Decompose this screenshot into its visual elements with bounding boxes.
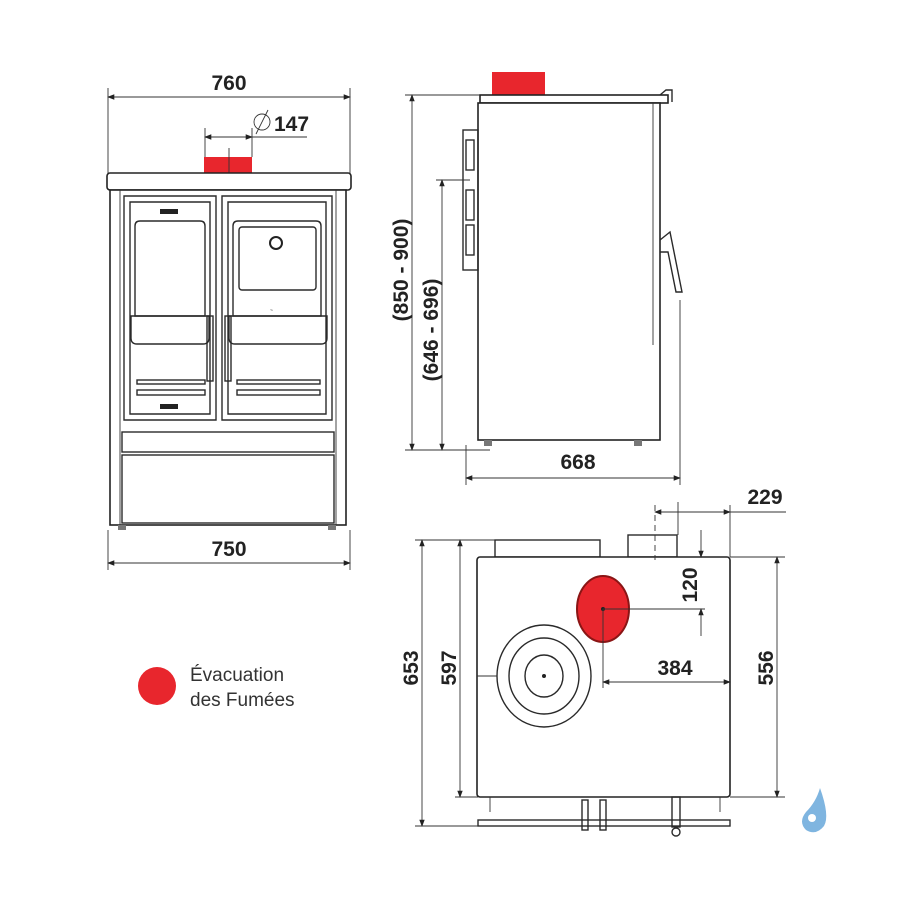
- right-door: ~: [221, 195, 333, 421]
- diameter-icon: [253, 109, 271, 135]
- height-646-696-label: (646 - 696): [420, 279, 443, 382]
- left-door: [123, 195, 217, 421]
- thermometer-icon: [269, 236, 283, 250]
- flue-diameter-label: 147: [274, 113, 309, 136]
- offset-229-label: 229: [747, 486, 782, 509]
- offset-384-label: 384: [657, 657, 692, 680]
- top-view: 653 597 556 120 384 229: [400, 486, 786, 837]
- flue-outlet: [204, 157, 252, 173]
- side-view: (850 - 900) (646 - 696) 668: [390, 72, 683, 485]
- flue-outlet-side: [492, 72, 545, 95]
- brand-drop-logo: [802, 788, 827, 833]
- depth-668-label: 668: [560, 451, 595, 474]
- depth-597-label: 597: [438, 650, 461, 685]
- width-750-label: 750: [211, 538, 246, 561]
- offset-120-label: 120: [679, 567, 702, 602]
- depth-556-label: 556: [755, 650, 778, 685]
- legend-line-1: Évacuation: [190, 665, 284, 686]
- front-view: 760 147 ~: [106, 72, 352, 570]
- legend: Évacuation des Fumées: [138, 665, 295, 711]
- brand-logo-mark: ~: [270, 308, 273, 314]
- legend-line-2: des Fumées: [190, 690, 295, 711]
- depth-653-label: 653: [400, 650, 423, 685]
- height-850-900-label: (850 - 900): [390, 219, 413, 322]
- flue-legend-swatch: [138, 667, 176, 705]
- width-760-label: 760: [211, 72, 246, 95]
